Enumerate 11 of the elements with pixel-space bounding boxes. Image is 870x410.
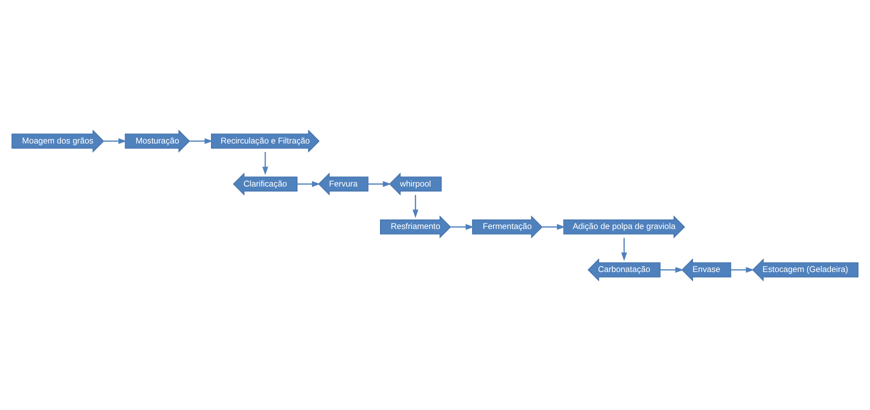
arrow xyxy=(730,266,754,272)
arrow xyxy=(450,224,474,230)
arrow xyxy=(297,180,320,186)
arrow xyxy=(104,138,127,144)
arrow xyxy=(412,194,418,218)
arrow xyxy=(660,266,684,272)
arrow xyxy=(190,138,213,144)
arrow xyxy=(262,152,268,175)
arrow xyxy=(621,237,628,260)
arrow xyxy=(368,180,392,186)
arrow xyxy=(542,224,566,230)
